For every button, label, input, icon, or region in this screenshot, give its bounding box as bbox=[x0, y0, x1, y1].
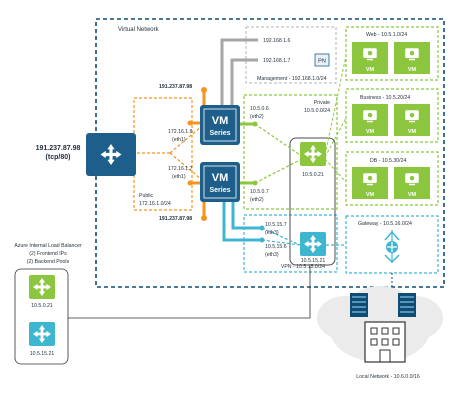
public-ip-dot-2 bbox=[201, 215, 207, 221]
public-ip: 191.237.87.98 bbox=[36, 145, 81, 152]
svg-text:Series: Series bbox=[209, 187, 230, 194]
management-label: Management - 192.168.1.0/24 bbox=[257, 76, 327, 82]
web-vm-1: VM bbox=[352, 42, 388, 74]
vpn-link-fw1 bbox=[231, 200, 262, 230]
fw1-eth2-label: (eth2) bbox=[250, 114, 264, 120]
private-lb-ip: 10.5.0.21 bbox=[302, 172, 324, 178]
local-network-label: Local Network - 10.6.0.0/16 bbox=[356, 374, 420, 380]
fw1-eth1-ip: 172.16.1.6 bbox=[168, 129, 193, 135]
web-vm-2: VM bbox=[394, 42, 430, 74]
vpn-link-fw2 bbox=[222, 200, 262, 242]
svg-text:VM: VM bbox=[408, 129, 417, 135]
eth3-dot-fw1 bbox=[259, 225, 265, 231]
public-subnet-cidr: 172.16.1.0/24 bbox=[139, 201, 171, 207]
public-subnet-name: Public bbox=[139, 193, 154, 199]
svg-text:VM: VM bbox=[212, 172, 229, 184]
fw2-eth2-label: (eth2) bbox=[250, 197, 264, 203]
internal-lb-line-2: (2) Backend Pools bbox=[27, 259, 70, 265]
internal-lb-ip-2: 10.5.15.21 bbox=[30, 351, 55, 357]
vpn-gateway-icon bbox=[384, 230, 400, 264]
web-subnet-label: Web - 10.5.1.0/24 bbox=[366, 32, 407, 38]
private-to-lb-2 bbox=[254, 159, 301, 184]
vpn-internal-lb[interactable] bbox=[300, 232, 326, 256]
management-ip-2: 192.168.1.7 bbox=[263, 58, 291, 64]
svg-text:VM: VM bbox=[408, 192, 417, 198]
pn-badge bbox=[314, 53, 330, 67]
internal-lb-rail bbox=[289, 137, 336, 266]
internal-lb-vpn-icon bbox=[29, 322, 55, 346]
business-subnet bbox=[345, 88, 439, 143]
pn-badge-label: PN bbox=[318, 59, 326, 65]
eth1-dot-fw1 bbox=[187, 120, 193, 126]
fw1-eth1-label: (eth1) bbox=[172, 137, 186, 143]
building-icon bbox=[364, 321, 406, 363]
vpn-to-lb-2 bbox=[261, 239, 301, 246]
fw1-eth3-label: (eth3) bbox=[265, 230, 279, 236]
eth2-dot-fw2 bbox=[252, 180, 258, 186]
server-rack-icon-left bbox=[350, 293, 368, 317]
internal-lb-ip-1: 10.5.0.21 bbox=[31, 303, 53, 309]
eth1-dot-fw2 bbox=[187, 180, 193, 186]
private-internal-lb[interactable] bbox=[300, 142, 326, 166]
fw2-eth3-label: (eth3) bbox=[265, 252, 279, 258]
business-vm-1: VM bbox=[352, 104, 388, 136]
vm-series-firewall-1[interactable]: VM Series bbox=[200, 105, 240, 145]
svg-text:Series: Series bbox=[209, 130, 230, 137]
private-subnet-cidr: 10.5.0.0/24 bbox=[304, 108, 330, 114]
fw2-eth1-ip: 172.16.1.7 bbox=[168, 166, 193, 172]
vpn-lb-ip: 10.5.15.21 bbox=[301, 258, 326, 264]
internal-lb-line-1: (2) Frontend IPs bbox=[29, 251, 67, 257]
management-subnet bbox=[245, 26, 337, 84]
svg-text:VM: VM bbox=[212, 115, 229, 127]
db-subnet-label: DB - 10.5.30/24 bbox=[370, 158, 406, 164]
svg-text:VM: VM bbox=[366, 67, 375, 73]
fw2-eth3-ip: 10.5.15.6 bbox=[265, 244, 287, 250]
vpn-subnet-label: VPN - 10.5.15.0/24 bbox=[281, 264, 325, 270]
fw2-public-ip: 191.237.87.98 bbox=[159, 216, 192, 222]
db-vm-1: VM bbox=[352, 167, 388, 199]
internal-lb-summary-box bbox=[14, 268, 69, 365]
management-ip-1: 192.168.1.6 bbox=[263, 38, 291, 44]
management-link-2 bbox=[230, 58, 258, 105]
gateway-subnet-label: Gateway - 10.5.16.0/24 bbox=[358, 221, 412, 227]
fw1-public-ip: 191.237.87.98 bbox=[159, 84, 192, 90]
db-vm-2: VM bbox=[394, 167, 430, 199]
fw2-eth2-ip: 10.5.0.7 bbox=[250, 189, 269, 195]
internal-lb-private-icon bbox=[29, 275, 55, 299]
virtual-network-label: Virtual Network bbox=[118, 27, 160, 33]
eth3-dot-fw2 bbox=[259, 237, 265, 243]
public-lb-to-fw1 bbox=[169, 125, 203, 154]
fw1-eth2-ip: 10.5.0.6 bbox=[250, 106, 269, 112]
private-subnet bbox=[243, 94, 338, 210]
internal-lb-title: Azure Internal Load Balancer bbox=[14, 243, 81, 249]
private-to-lb-1 bbox=[254, 123, 301, 156]
business-vm-2: VM bbox=[394, 104, 430, 136]
private-subnet-name: Private bbox=[314, 100, 330, 106]
svg-text:VM: VM bbox=[408, 67, 417, 73]
web-subnet bbox=[345, 26, 439, 81]
svg-text:VM: VM bbox=[366, 192, 375, 198]
svg-text:VM: VM bbox=[366, 129, 375, 135]
fw1-eth3-ip: 10.5.15.7 bbox=[265, 222, 287, 228]
eth2-dot-fw1 bbox=[252, 121, 258, 127]
server-rack-icon-right bbox=[398, 293, 416, 317]
public-ip-dot-1 bbox=[201, 87, 207, 93]
vpn-to-lb-1 bbox=[261, 227, 301, 246]
management-link-1 bbox=[220, 38, 258, 105]
fw2-eth1-label: (eth1) bbox=[172, 174, 186, 180]
business-subnet-label: Business - 10.5.20/24 bbox=[360, 95, 410, 101]
public-lb-to-fw2 bbox=[169, 152, 203, 181]
vm-series-firewall-2[interactable]: VM Series bbox=[200, 162, 240, 202]
public-port: (tcp/80) bbox=[46, 154, 71, 161]
internal-lb-callout-line bbox=[68, 266, 311, 319]
private-lb-to-tiers bbox=[324, 55, 347, 183]
db-subnet bbox=[345, 151, 439, 206]
